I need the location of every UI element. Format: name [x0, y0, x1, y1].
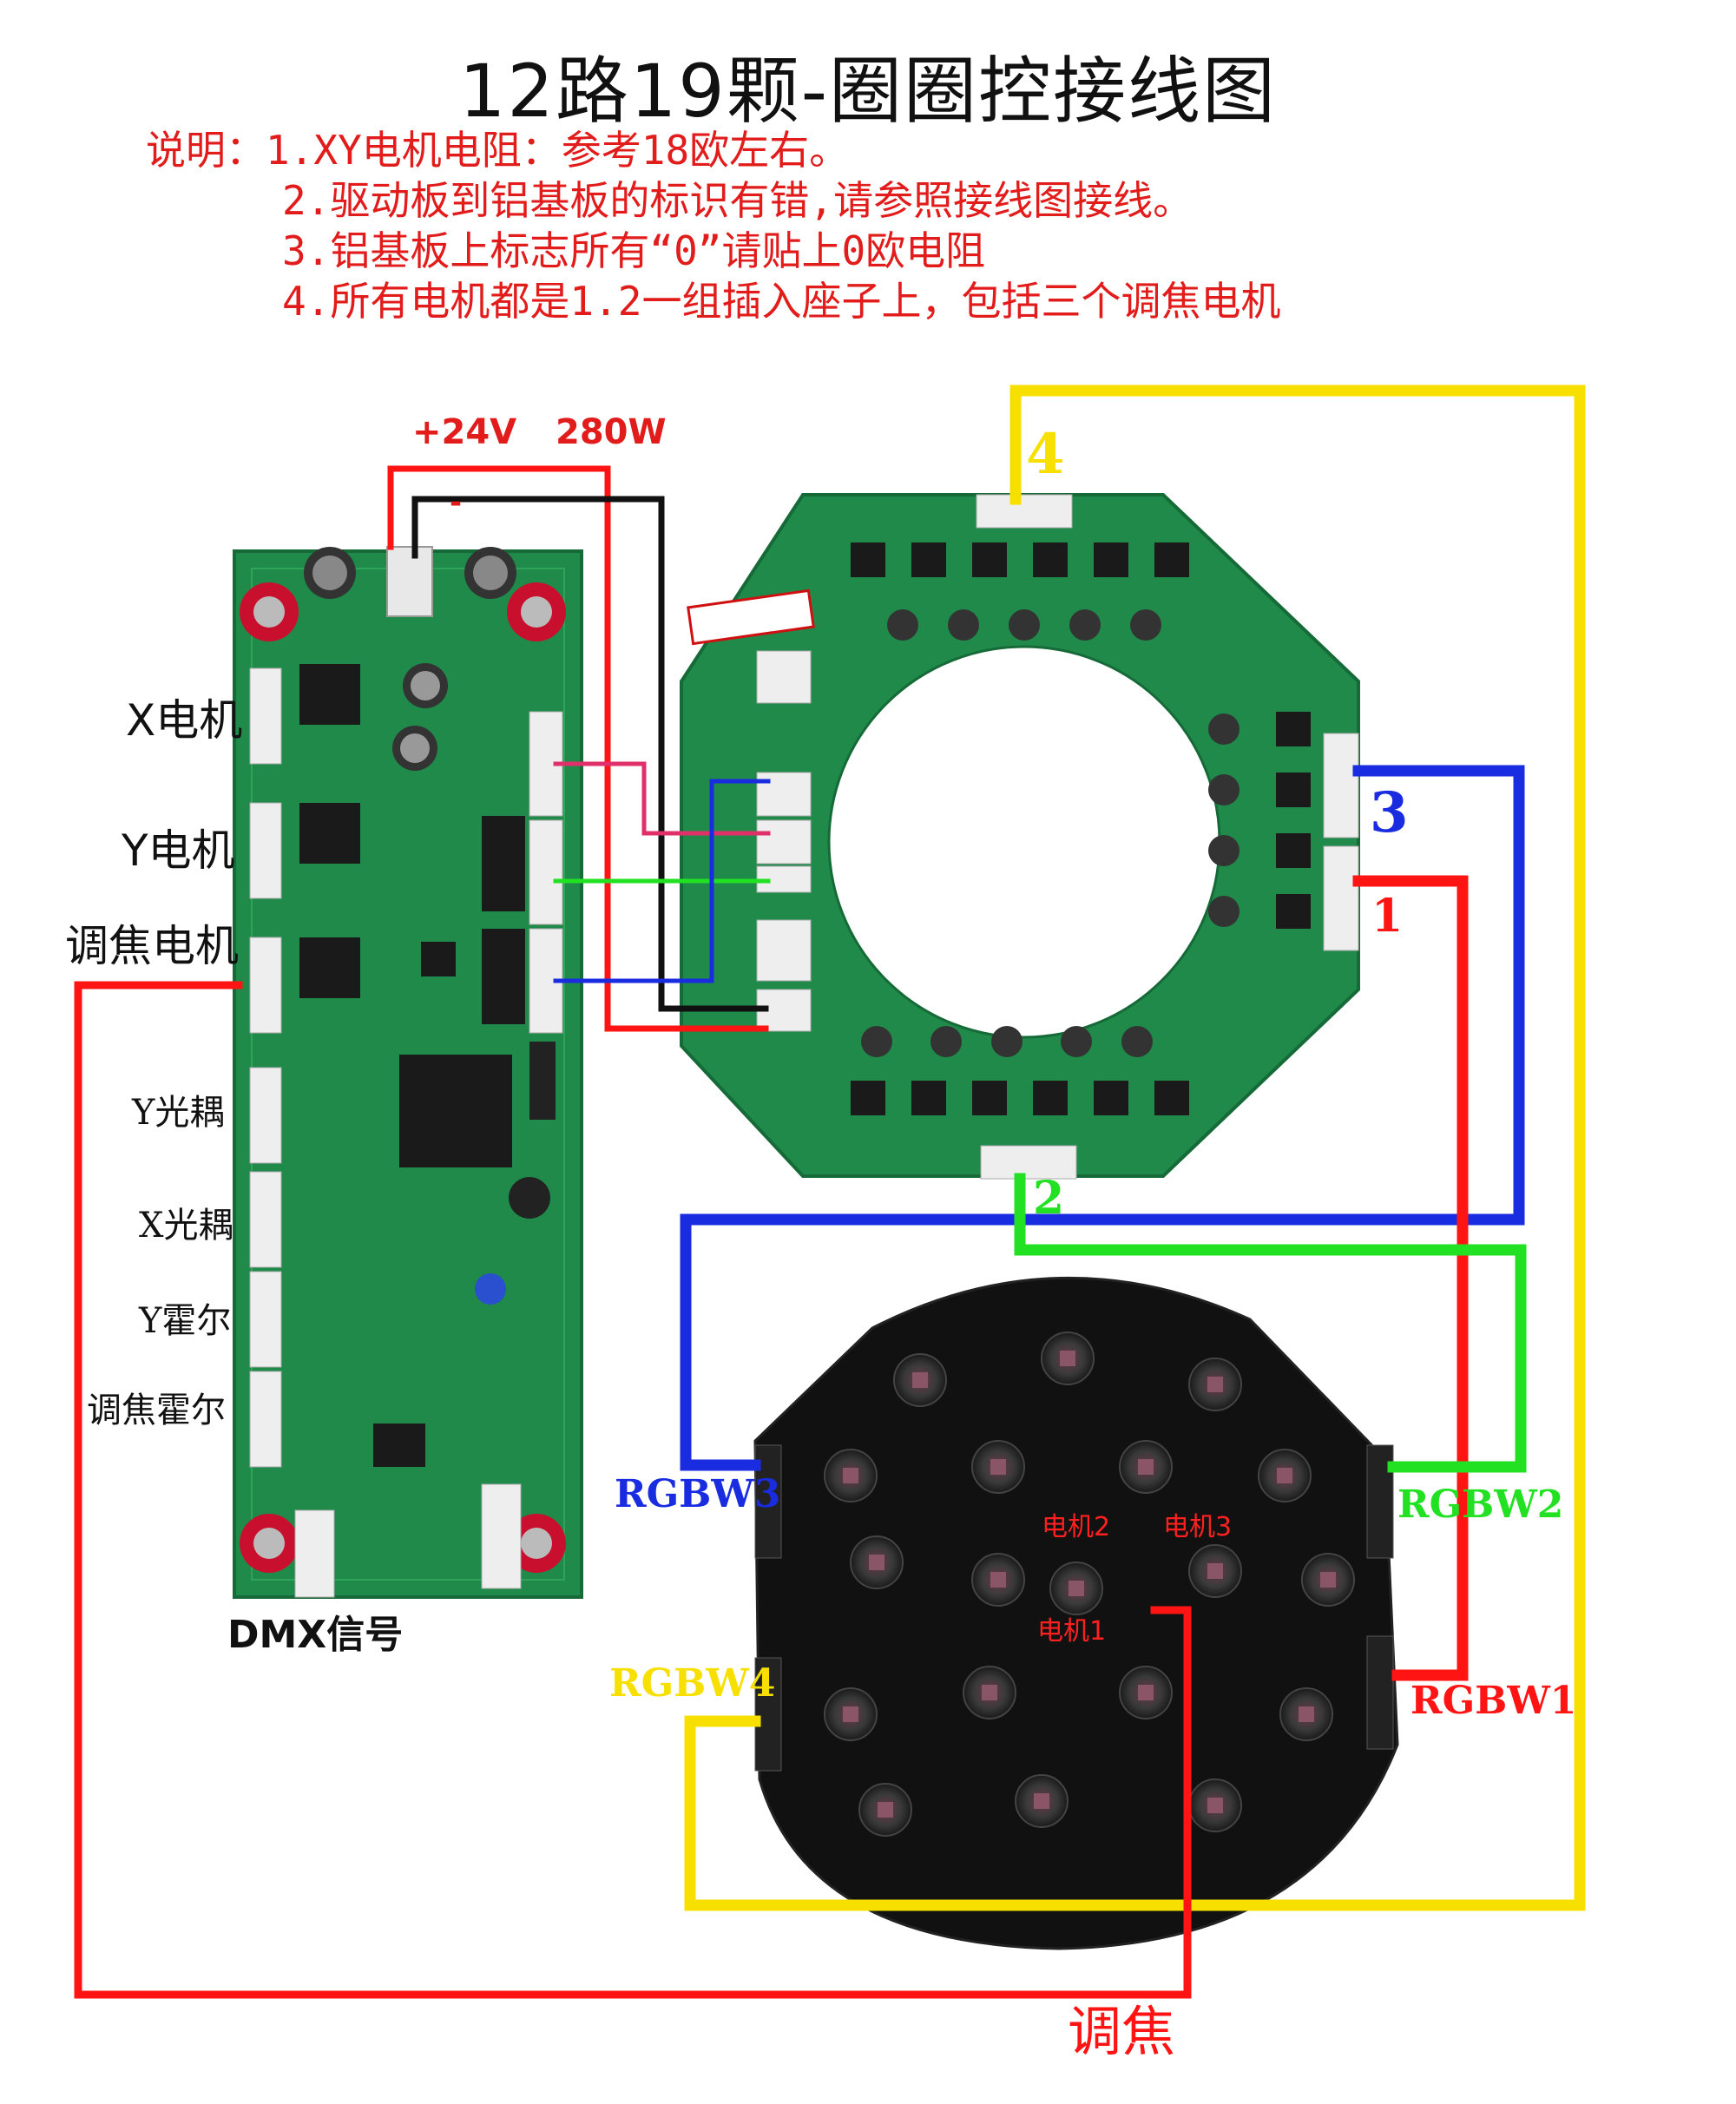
- led-array: [824, 1331, 1355, 1837]
- octagon-connector-top: [976, 494, 1073, 529]
- mount-holes: [240, 582, 566, 1573]
- y-motor-label: Y电机: [122, 825, 235, 876]
- wire-power-black: [411, 496, 769, 1012]
- wire-blue-motor: [553, 779, 771, 983]
- octagon-connector-bottom: [980, 1145, 1077, 1180]
- led-die: [869, 1555, 884, 1570]
- led-die: [1138, 1685, 1154, 1700]
- page-title: 12路19颗-圈圈控接线图: [458, 49, 1278, 134]
- wire-power-red: [387, 465, 769, 1032]
- led-die: [878, 1802, 893, 1818]
- power-connector: [386, 546, 433, 617]
- dmx-connector-left: [294, 1509, 335, 1598]
- driver-left-connectors: [249, 667, 282, 1468]
- led-die: [1060, 1351, 1075, 1366]
- led-die: [982, 1685, 997, 1700]
- rgbw2-label: RGBW2: [1397, 1483, 1564, 1527]
- octagon-pcb: [680, 493, 1360, 1180]
- led-die: [990, 1572, 1006, 1588]
- motor-1-mark: 电机1: [1037, 1616, 1107, 1647]
- dmx-connector-right: [481, 1483, 522, 1589]
- wire-green-2: [1014, 1173, 1527, 1473]
- led-die: [1207, 1563, 1223, 1579]
- connector-1-label: 1: [1371, 890, 1404, 943]
- power-minus-label: -: [450, 485, 463, 520]
- rgbw4-connector: [754, 1657, 782, 1772]
- dmx-signal-label: DMX信号: [227, 1613, 404, 1657]
- rgbw1-label: RGBW1: [1410, 1679, 1577, 1723]
- wire-red-focus: [74, 981, 1192, 1999]
- note-line-1: 说明：1.XY电机电阻：参考18欧左右。: [146, 127, 850, 174]
- rgbw3-label: RGBW3: [615, 1472, 781, 1516]
- y-hall-label: Y霍尔: [139, 1301, 232, 1341]
- driver-board: [233, 546, 583, 1599]
- led-die: [1207, 1377, 1223, 1392]
- led-board: [753, 1276, 1399, 1950]
- driver-right-connectors: [529, 711, 563, 1120]
- led-die: [1069, 1581, 1084, 1596]
- note-line-2: 2.驱动板到铝基板的标识有错,请参照接线图接线。: [282, 177, 1194, 224]
- led-die: [843, 1468, 858, 1483]
- focus-hall-label: 调焦霍尔: [87, 1391, 226, 1430]
- led-die: [1277, 1468, 1292, 1483]
- led-die: [843, 1706, 858, 1722]
- focus-motor-label: 调焦电机: [65, 921, 239, 971]
- wire-blue-3: [680, 765, 1525, 1471]
- octagon-connector-right-1: [1323, 845, 1359, 951]
- rgbw1-connector: [1366, 1635, 1394, 1750]
- connector-4-label: 4: [1026, 422, 1065, 487]
- led-die: [1034, 1793, 1049, 1809]
- power-voltage-label: +24V: [412, 412, 517, 452]
- led-die: [1320, 1572, 1336, 1588]
- wire-pink: [553, 761, 771, 836]
- led-die: [1138, 1459, 1154, 1475]
- led-die: [1207, 1798, 1223, 1813]
- note-line-3: 3.铝基板上标志所有“0”请贴上0欧电阻: [282, 227, 986, 274]
- wires: [74, 385, 1586, 1999]
- wire-red-1: [1352, 875, 1469, 1681]
- motor-2-mark: 电机2: [1042, 1512, 1111, 1542]
- rgbw4-label: RGBW4: [609, 1661, 776, 1706]
- x-opto-label: X光耦: [139, 1206, 233, 1246]
- chips: [299, 664, 525, 1467]
- note-line-4: 4.所有电机都是1.2一组插入座子上，包括三个调焦电机: [282, 278, 1281, 325]
- x-motor-label: X电机: [126, 695, 243, 746]
- wire-yellow-4: [684, 385, 1586, 1911]
- octagon-connector-right-3: [1323, 733, 1359, 838]
- led-die: [1299, 1706, 1314, 1722]
- connector-2-label: 2: [1033, 1172, 1065, 1225]
- octagon-components: [851, 542, 1311, 1115]
- power-wattage-label: 280W: [556, 412, 667, 452]
- y-opto-label: Y光耦: [132, 1093, 225, 1133]
- octagon-left-connectors: [756, 650, 812, 1032]
- focus-motor-stamp: [687, 588, 815, 646]
- capacitors: [304, 547, 550, 1305]
- connector-3-label: 3: [1370, 780, 1409, 845]
- focus-label: 调焦: [1068, 2000, 1176, 2063]
- led-die: [912, 1372, 928, 1388]
- motor-3-mark: 电机3: [1163, 1512, 1233, 1542]
- led-die: [990, 1459, 1006, 1475]
